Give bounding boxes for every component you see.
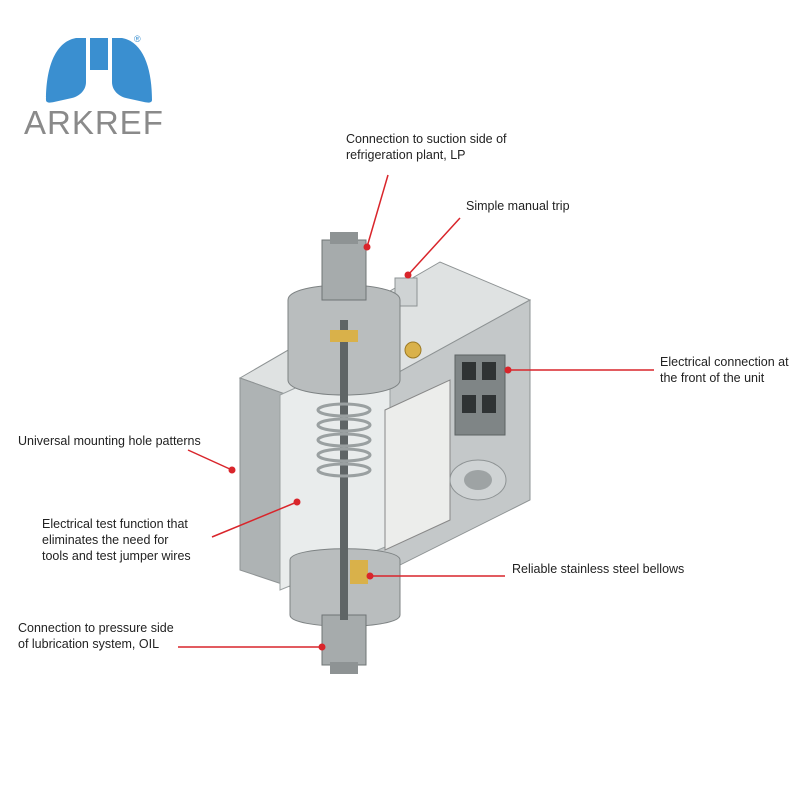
label-bellows: Reliable stainless steel bellows [512, 562, 685, 576]
upper-fitting [321, 239, 367, 301]
label-mounting-holes: Universal mounting hole patterns [18, 434, 201, 448]
leader-test [211, 501, 298, 538]
arkref-logo [46, 38, 152, 103]
label-electrical-connection: Electrical connection at the front of th… [660, 355, 789, 385]
label-plate [384, 379, 451, 551]
label-suction: Connection to suction side of refrigerat… [346, 132, 507, 162]
leader-mounting [187, 449, 233, 471]
brand-name: ARKREF [24, 104, 164, 141]
label-pressure-side: Connection to pressure side of lubricati… [18, 621, 174, 651]
lower-brass-insert [350, 560, 368, 584]
manual-trip-button [394, 277, 418, 307]
spindle [340, 320, 348, 620]
registered-mark: ® [134, 34, 141, 44]
upper-brass-insert [330, 330, 358, 342]
label-test-function: Electrical test function that eliminates… [42, 517, 191, 563]
leader-lines [178, 174, 654, 648]
leader-trip [407, 217, 461, 276]
leader-dots [228, 243, 512, 651]
lower-fitting [321, 614, 367, 666]
brass-screw [404, 341, 422, 359]
logo-lungs-icon [46, 38, 152, 103]
bellows-coils [316, 402, 372, 478]
leader-suction [366, 174, 389, 248]
label-manual-trip: Simple manual trip [466, 199, 570, 213]
